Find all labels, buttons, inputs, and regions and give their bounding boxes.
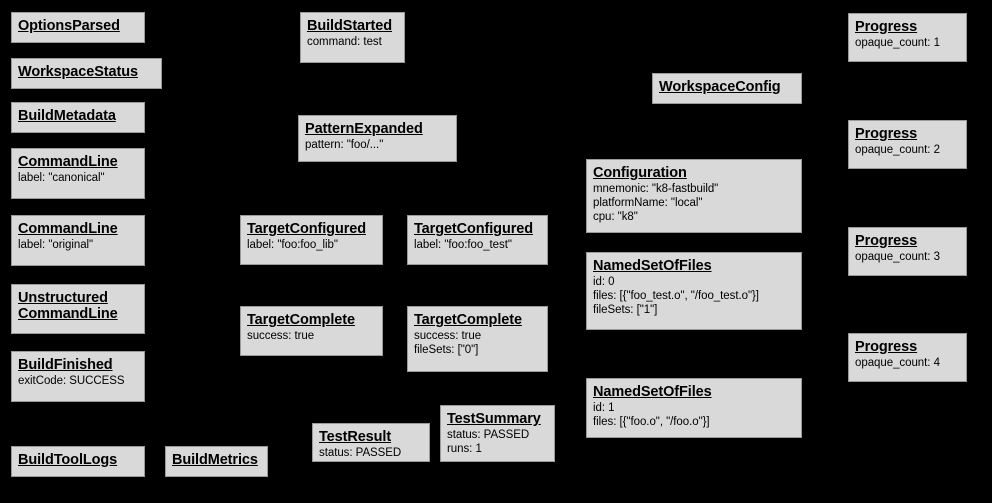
node-title: CommandLine xyxy=(18,154,118,170)
node-fields: status: PASSED xyxy=(319,446,423,460)
node-title: BuildFinished xyxy=(18,357,113,373)
node-field: opaque_count: 2 xyxy=(855,144,940,156)
node-fields: success: true fileSets: ["0"] xyxy=(414,329,541,357)
node-title: BuildToolLogs xyxy=(18,452,118,468)
node-title: Progress xyxy=(855,19,918,35)
node-fields: label: "original" xyxy=(18,238,138,252)
node-field: opaque_count: 1 xyxy=(855,37,940,49)
node-fields: opaque_count: 4 xyxy=(855,356,960,370)
node-fields: pattern: "foo/..." xyxy=(305,138,450,152)
node-progress-4[interactable]: Progress opaque_count: 4 xyxy=(848,333,967,382)
node-progress-3[interactable]: Progress opaque_count: 3 xyxy=(848,227,967,276)
node-build-finished[interactable]: BuildFinished exitCode: SUCCESS xyxy=(11,351,145,402)
node-fields: success: true xyxy=(247,329,376,343)
node-fields: opaque_count: 2 xyxy=(855,143,960,157)
node-title: Progress xyxy=(855,339,918,355)
node-field: files: [{"foo.o", "/foo.o"}] xyxy=(593,416,710,428)
node-field: label: "original" xyxy=(18,239,94,251)
node-workspace-config[interactable]: WorkspaceConfig xyxy=(652,73,802,104)
node-target-configured-foo-test[interactable]: TargetConfigured label: "foo:foo_test" xyxy=(407,215,548,265)
node-fields: mnemonic: "k8-fastbuild" platformName: "l… xyxy=(593,182,795,224)
node-target-configured-foo-lib[interactable]: TargetConfigured label: "foo:foo_lib" xyxy=(240,215,383,265)
node-options-parsed[interactable]: OptionsParsed xyxy=(11,12,145,43)
node-title: NamedSetOfFiles xyxy=(593,384,712,400)
node-title: WorkspaceConfig xyxy=(659,79,781,95)
node-field: label: "foo:foo_test" xyxy=(414,239,512,251)
node-field: files: [{"foo_test.o", "/foo_test.o"}] xyxy=(593,290,759,302)
node-field: success: true xyxy=(414,330,482,342)
node-build-started[interactable]: BuildStarted command: test xyxy=(300,12,405,63)
node-title: TargetConfigured xyxy=(247,221,366,237)
node-field: fileSets: ["1"] xyxy=(593,304,658,316)
node-title: TestResult xyxy=(319,429,392,445)
node-field: fileSets: ["0"] xyxy=(414,344,479,356)
node-workspace-status[interactable]: WorkspaceStatus xyxy=(11,58,162,89)
node-title: TargetComplete xyxy=(414,312,522,328)
node-fields: opaque_count: 1 xyxy=(855,36,960,50)
node-fields: opaque_count: 3 xyxy=(855,250,960,264)
node-field: id: 1 xyxy=(593,402,615,414)
node-progress-2[interactable]: Progress opaque_count: 2 xyxy=(848,120,967,169)
node-field: exitCode: SUCCESS xyxy=(18,375,125,387)
node-field: status: PASSED xyxy=(319,447,402,459)
node-command-line-canonical[interactable]: CommandLine label: "canonical" xyxy=(11,148,145,199)
node-fields: label: "foo:foo_lib" xyxy=(247,238,376,252)
node-title: BuildMetadata xyxy=(18,108,116,124)
node-named-set-of-files-1[interactable]: NamedSetOfFiles id: 1 files: [{"foo.o", "/… xyxy=(586,378,802,438)
node-build-metrics[interactable]: BuildMetrics xyxy=(165,446,268,477)
node-unstructured-command-line[interactable]: Unstructured CommandLine xyxy=(11,284,145,334)
node-title: NamedSetOfFiles xyxy=(593,258,712,274)
node-title: Progress xyxy=(855,233,918,249)
node-field: status: PASSED xyxy=(447,429,530,441)
node-command-line-original[interactable]: CommandLine label: "original" xyxy=(11,215,145,266)
node-fields: exitCode: SUCCESS xyxy=(18,374,138,388)
node-title: BuildMetrics xyxy=(172,452,258,468)
node-build-metadata[interactable]: BuildMetadata xyxy=(11,102,145,133)
node-build-tool-logs[interactable]: BuildToolLogs xyxy=(11,446,145,477)
node-fields: status: PASSED runs: 1 xyxy=(447,428,548,456)
node-field: platformName: "local" xyxy=(593,197,703,209)
node-field: runs: 1 xyxy=(447,443,482,455)
node-field: cpu: "k8" xyxy=(593,211,638,223)
node-target-complete-lib[interactable]: TargetComplete success: true xyxy=(240,306,383,356)
node-title: BuildStarted xyxy=(307,18,393,34)
node-fields: label: "foo:foo_test" xyxy=(414,238,541,252)
node-title: WorkspaceStatus xyxy=(18,64,138,80)
node-title: CommandLine xyxy=(18,221,118,237)
node-field: mnemonic: "k8-fastbuild" xyxy=(593,183,719,195)
node-title: TargetConfigured xyxy=(414,221,533,237)
node-field: id: 0 xyxy=(593,276,615,288)
node-test-result[interactable]: TestResult status: PASSED xyxy=(312,423,430,462)
node-field: opaque_count: 3 xyxy=(855,251,940,263)
node-title: TargetComplete xyxy=(247,312,355,328)
node-configuration[interactable]: Configuration mnemonic: "k8-fastbuild" pla… xyxy=(586,159,802,233)
node-title: OptionsParsed xyxy=(18,18,120,34)
node-title: Unstructured CommandLine xyxy=(18,290,118,322)
node-progress-1[interactable]: Progress opaque_count: 1 xyxy=(848,13,967,62)
node-field: command: test xyxy=(307,36,382,48)
node-field: label: "foo:foo_lib" xyxy=(247,239,338,251)
node-field: label: "canonical" xyxy=(18,172,105,184)
node-field: pattern: "foo/..." xyxy=(305,139,384,151)
node-title: Configuration xyxy=(593,165,687,181)
node-fields: label: "canonical" xyxy=(18,171,138,185)
node-title: TestSummary xyxy=(447,411,541,427)
node-fields: id: 0 files: [{"foo_test.o", "/foo_test.o… xyxy=(593,275,795,317)
node-pattern-expanded[interactable]: PatternExpanded pattern: "foo/..." xyxy=(298,115,457,162)
node-target-complete-test[interactable]: TargetComplete success: true fileSets: ["0… xyxy=(407,306,548,372)
node-test-summary[interactable]: TestSummary status: PASSED runs: 1 xyxy=(440,405,555,462)
node-named-set-of-files-0[interactable]: NamedSetOfFiles id: 0 files: [{"foo_test.o… xyxy=(586,252,802,330)
node-fields: command: test xyxy=(307,35,398,49)
node-title: PatternExpanded xyxy=(305,121,423,137)
node-fields: id: 1 files: [{"foo.o", "/foo.o"}] xyxy=(593,401,795,429)
node-title: Progress xyxy=(855,126,918,142)
node-field: opaque_count: 4 xyxy=(855,357,940,369)
node-field: success: true xyxy=(247,330,315,342)
